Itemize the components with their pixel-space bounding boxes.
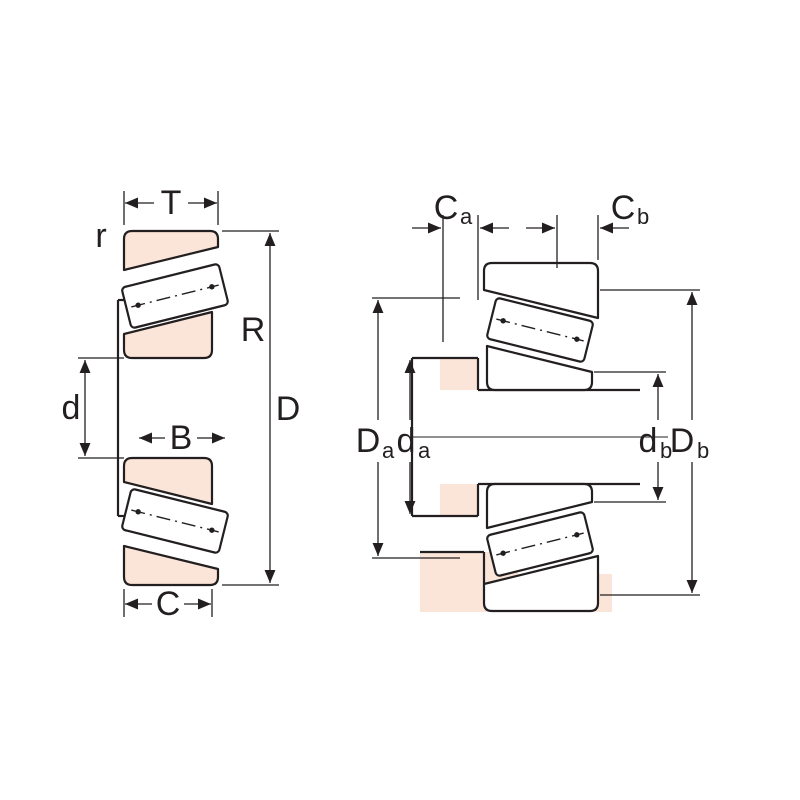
label-db-main: d [639, 422, 658, 460]
label-Cb: C b [611, 189, 650, 229]
roller-dot [209, 284, 215, 290]
left-view-bearing-section: T r R D d B C [62, 184, 301, 623]
label-da: d a [397, 422, 431, 463]
cone-top-section-mounted [485, 344, 594, 392]
label-da-main: d [397, 422, 416, 460]
roller-dot [574, 532, 580, 538]
label-db-sub: b [660, 438, 672, 463]
label-Da-sub: a [382, 438, 395, 463]
label-R: R [241, 311, 266, 349]
label-Ca-sub: a [460, 204, 473, 229]
roller-dot [135, 509, 141, 515]
cone-bottom-section [122, 456, 214, 506]
label-D: D [276, 390, 301, 428]
label-Ca-main: C [434, 189, 459, 227]
cone-bottom-section-mounted [485, 482, 594, 530]
label-Db-sub: b [697, 438, 709, 463]
roller-dot [574, 336, 580, 342]
dimension-D [222, 230, 279, 586]
label-Da: D a [356, 422, 395, 463]
right-view-mounted-bearing: C a C b D a d a d b D b [356, 189, 710, 613]
roller-top-right [486, 297, 594, 363]
label-Db-main: D [670, 422, 695, 460]
roller-dot [209, 527, 215, 533]
dimension-d [78, 357, 124, 459]
label-Da-main: D [356, 422, 381, 460]
dimension-Cb [526, 215, 629, 268]
label-Cb-main: C [611, 189, 636, 227]
label-db: d b [639, 422, 673, 463]
cup-top-section-mounted [482, 261, 600, 320]
roller-dot [135, 302, 141, 308]
label-da-sub: a [418, 438, 431, 463]
label-C: C [156, 585, 181, 623]
dimension-Ca [412, 215, 509, 342]
label-B: B [170, 419, 193, 457]
roller-dot [500, 550, 506, 556]
label-Db: D b [670, 422, 710, 463]
roller-top-left [121, 263, 229, 329]
dimension-Da [372, 297, 460, 559]
shaft-shoulder-top-highlight [440, 358, 478, 390]
dimension-T [123, 191, 219, 225]
cup-bottom-section [122, 544, 220, 587]
dimension-C [123, 589, 213, 617]
dimension-db [594, 371, 666, 503]
label-Cb-sub: b [637, 204, 649, 229]
label-r: r [95, 217, 106, 255]
label-T: T [161, 184, 182, 222]
shaft-shoulder-bottom-highlight [440, 484, 478, 516]
label-d: d [62, 389, 81, 427]
roller-bottom-left [121, 488, 229, 554]
cup-bottom-section-mounted [482, 554, 600, 613]
cup-top-section [122, 229, 220, 272]
cone-top-section [122, 310, 214, 360]
roller-bottom-right [486, 511, 594, 577]
roller-dot [500, 318, 506, 324]
dimension-Db [600, 289, 700, 596]
label-Ca: C a [434, 189, 473, 229]
